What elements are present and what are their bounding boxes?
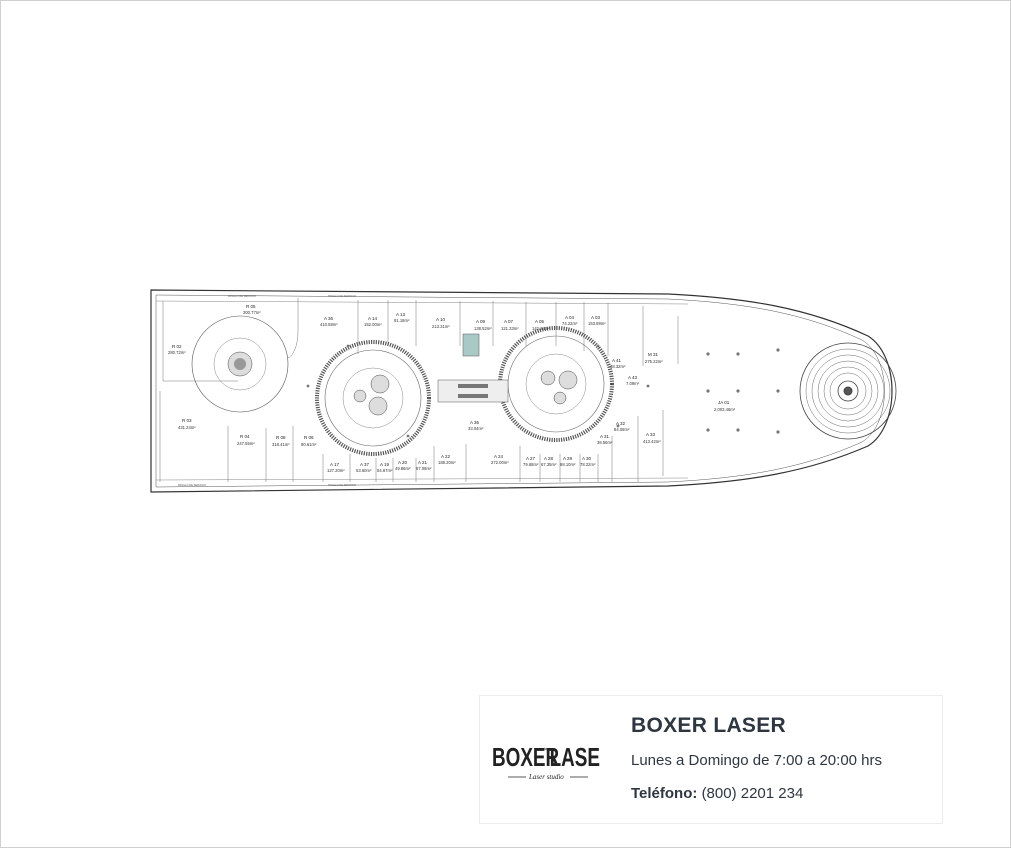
store-area: 127.20m² <box>327 468 345 473</box>
store-area: 38.56m² <box>597 440 613 445</box>
store-area: 410.58m² <box>320 322 338 327</box>
store-area: 213.31m² <box>432 324 450 329</box>
store-area: 318.41m² <box>272 442 290 447</box>
store-area: 67.08m² <box>416 466 432 471</box>
corridor-label-top-2: PASILLO DE SERVICIO <box>328 294 356 298</box>
store-id: R 05 <box>246 304 256 309</box>
store-area: 54.67m² <box>377 468 393 473</box>
store-area: 431.24m² <box>178 425 196 430</box>
store-area: 280.72m² <box>168 350 186 355</box>
store-area: 152.00m² <box>364 322 382 327</box>
svg-text:Laser studio: Laser studio <box>528 773 564 781</box>
store-area: 142.24m² <box>532 326 550 331</box>
svg-text:LASER: LASER <box>550 742 600 772</box>
store-id: A 07 <box>504 319 514 324</box>
store-id: R 03 <box>182 418 192 423</box>
store-area: 2,003.46m² <box>714 407 736 412</box>
store-area: 272.00m² <box>491 460 509 465</box>
store-id: A 30 <box>582 456 592 461</box>
store-id: A 24 <box>494 454 504 459</box>
store-id: A 29 <box>563 456 573 461</box>
business-info-card: BOXER laser LASER Laser studio BOXER LAS… <box>479 695 943 824</box>
store-id: A 05 <box>535 319 545 324</box>
phone-number[interactable]: (800) 2201 234 <box>701 785 804 802</box>
store-id: A 20 <box>398 460 408 465</box>
business-phone: Teléfono: (800) 2201 234 <box>631 785 803 802</box>
store-area: 67.35m² <box>541 462 557 467</box>
parking-spiral <box>799 342 897 440</box>
store-area: 188.20m² <box>438 460 456 465</box>
store-area: 300.77m² <box>243 310 261 315</box>
store-id: A 28 <box>544 456 554 461</box>
left-rotunda <box>191 315 289 413</box>
store-labels: R 05 300.77m² R 02 280.72m² A 36 410.58m… <box>168 304 736 473</box>
store-id: R 04 <box>240 434 250 439</box>
store-area: 79.68m² <box>523 462 539 467</box>
store-id: A 03 <box>591 315 601 320</box>
store-id: M 31 <box>648 352 659 357</box>
store-id: A 14 <box>368 316 378 321</box>
store-area: 90.61m² <box>301 442 317 447</box>
business-hours: Lunes a Domingo de 7:00 a 20:00 hrs <box>631 752 883 769</box>
anchor-columns <box>306 344 780 438</box>
store-id: A 13 <box>396 312 406 317</box>
svg-text:BOXER: BOXER <box>492 742 560 772</box>
store-area: 153.89m² <box>588 321 606 326</box>
store-area: 53.60m² <box>356 468 372 473</box>
store-id: JA 01 <box>718 400 730 405</box>
store-area: 247.55m² <box>237 441 255 446</box>
store-id: A 09 <box>476 319 486 324</box>
store-area: 138.52m² <box>474 326 492 331</box>
store-area: 33.04m² <box>468 426 484 431</box>
store-area: 48.32m² <box>610 364 626 369</box>
business-name: BOXER LASER <box>631 714 786 737</box>
store-area: 78.22m² <box>580 462 596 467</box>
store-id: A 21 <box>418 460 428 465</box>
store-area: 413.42m² <box>643 439 661 444</box>
svg-text:laser: laser <box>544 746 553 751</box>
store-id: A 37 <box>360 462 370 467</box>
store-area: 74.22m² <box>562 321 578 326</box>
store-id: A 19 <box>380 462 390 467</box>
store-id: A 27 <box>526 456 536 461</box>
store-area: 49.86m² <box>395 466 411 471</box>
escalator-bridge <box>437 333 509 403</box>
store-id: A 17 <box>330 462 340 467</box>
store-id: A 36 <box>470 420 480 425</box>
boxer-laser-logo: BOXER laser LASER Laser studio <box>492 742 600 781</box>
inner-outline <box>155 294 885 488</box>
store-area: 275.22m² <box>645 359 663 364</box>
store-id: A 10 <box>436 317 446 322</box>
store-area: 121.33m² <box>501 326 519 331</box>
phone-label: Teléfono: <box>631 785 698 802</box>
central-rotunda-left <box>315 340 431 456</box>
corridor-label-top: PASILLO DE SERVICIO <box>228 294 256 298</box>
store-id: R 06 <box>304 435 314 440</box>
store-id: R 02 <box>172 344 182 349</box>
store-id: A 04 <box>565 315 575 320</box>
store-area: 84.08m² <box>614 427 630 432</box>
store-id: A 43 <box>628 375 638 380</box>
store-id: A 22 <box>441 454 451 459</box>
corridor-label-bottom-2: PASILLO DE SERVICIO <box>328 483 356 487</box>
store-id: A 31 <box>600 434 610 439</box>
building-outline <box>150 289 893 493</box>
store-id: A 41 <box>612 358 622 363</box>
mall-floor-plan: PASILLO DE SERVICIO PASILLO DE SERVICIO … <box>150 289 897 493</box>
store-id: A 33 <box>646 432 656 437</box>
store-area: 7.09m² <box>626 381 640 386</box>
store-area: 88.10m² <box>560 462 576 467</box>
store-id: R 08 <box>276 435 286 440</box>
corridor-label-bottom: PASILLO DE SERVICIO <box>178 483 206 487</box>
store-id: A 32 <box>616 421 626 426</box>
store-area: 91.18m² <box>394 318 410 323</box>
store-id: A 36 <box>324 316 334 321</box>
